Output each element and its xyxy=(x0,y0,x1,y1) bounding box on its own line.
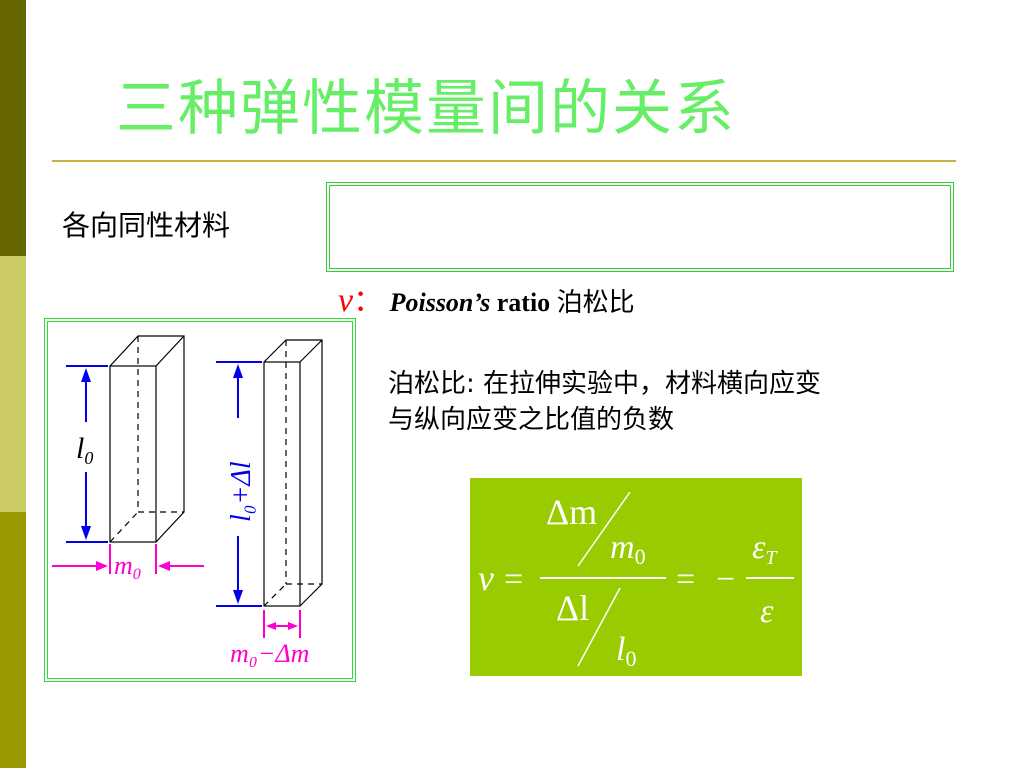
sidebar-band-light xyxy=(0,256,26,512)
original-bar xyxy=(109,335,185,543)
stretched-width-label: m₀−Δm xyxy=(230,639,309,668)
length-dimension-right xyxy=(216,361,262,607)
title-divider xyxy=(52,160,956,162)
original-length-label: l0 xyxy=(76,432,93,468)
formula-minus: − xyxy=(716,561,735,598)
numerator-slash xyxy=(577,491,631,567)
stretched-length-label: l₀+Δl xyxy=(226,461,257,522)
poisson-ratio-line: ν： Poisson’s ratio 泊松比 xyxy=(338,276,635,320)
slide-title: 三种弹性模量间的关系 xyxy=(116,74,736,144)
poisson-formula: v = Δm m0 Δl l0 = − εT ε xyxy=(470,478,802,676)
formula-equals-2: = xyxy=(676,561,695,598)
transverse-strain: εT xyxy=(752,529,778,569)
poisson-definition: 泊松比: 在拉伸实验中，材料横向应变 与纵向应变之比值的负数 xyxy=(388,366,821,438)
width-dimension-left xyxy=(52,544,204,574)
sidebar-band-mid xyxy=(0,512,26,768)
strain-figure: l0 m0 l₀+Δl xyxy=(44,318,356,682)
strain-diagram: l0 m0 l₀+Δl xyxy=(52,335,323,668)
length-dimension-left xyxy=(66,365,108,543)
empty-formula-box xyxy=(326,182,954,272)
poisson-name: Poisson’s xyxy=(389,288,491,317)
denominator-top: Δl xyxy=(556,588,589,628)
stretched-bar xyxy=(263,339,323,607)
numerator-bottom: m0 xyxy=(610,529,646,569)
original-width-label: m0 xyxy=(114,551,141,583)
width-dimension-right xyxy=(263,610,301,638)
definition-line-1: 泊松比: 在拉伸实验中，材料横向应变 xyxy=(388,369,822,399)
longitudinal-strain: ε xyxy=(760,593,774,630)
poisson-symbol: ν xyxy=(338,282,354,319)
denominator-slash xyxy=(577,587,621,667)
definition-line-2: 与纵向应变之比值的负数 xyxy=(388,405,675,435)
formula-lhs: v xyxy=(478,558,494,598)
sidebar-band-dark xyxy=(0,0,26,256)
sidebar-decoration xyxy=(0,0,26,768)
numerator-top: Δm xyxy=(546,492,597,532)
poisson-ratio-word: ratio xyxy=(496,288,551,317)
formula-graphic: v = Δm m0 Δl l0 = − εT ε xyxy=(478,491,794,671)
poisson-chinese: 泊松比 xyxy=(556,288,635,318)
poisson-colon: ： xyxy=(353,285,384,318)
denominator-bottom: l0 xyxy=(616,631,636,671)
formula-equals-1: = xyxy=(504,561,523,598)
material-label: 各向同性材料 xyxy=(62,209,231,242)
